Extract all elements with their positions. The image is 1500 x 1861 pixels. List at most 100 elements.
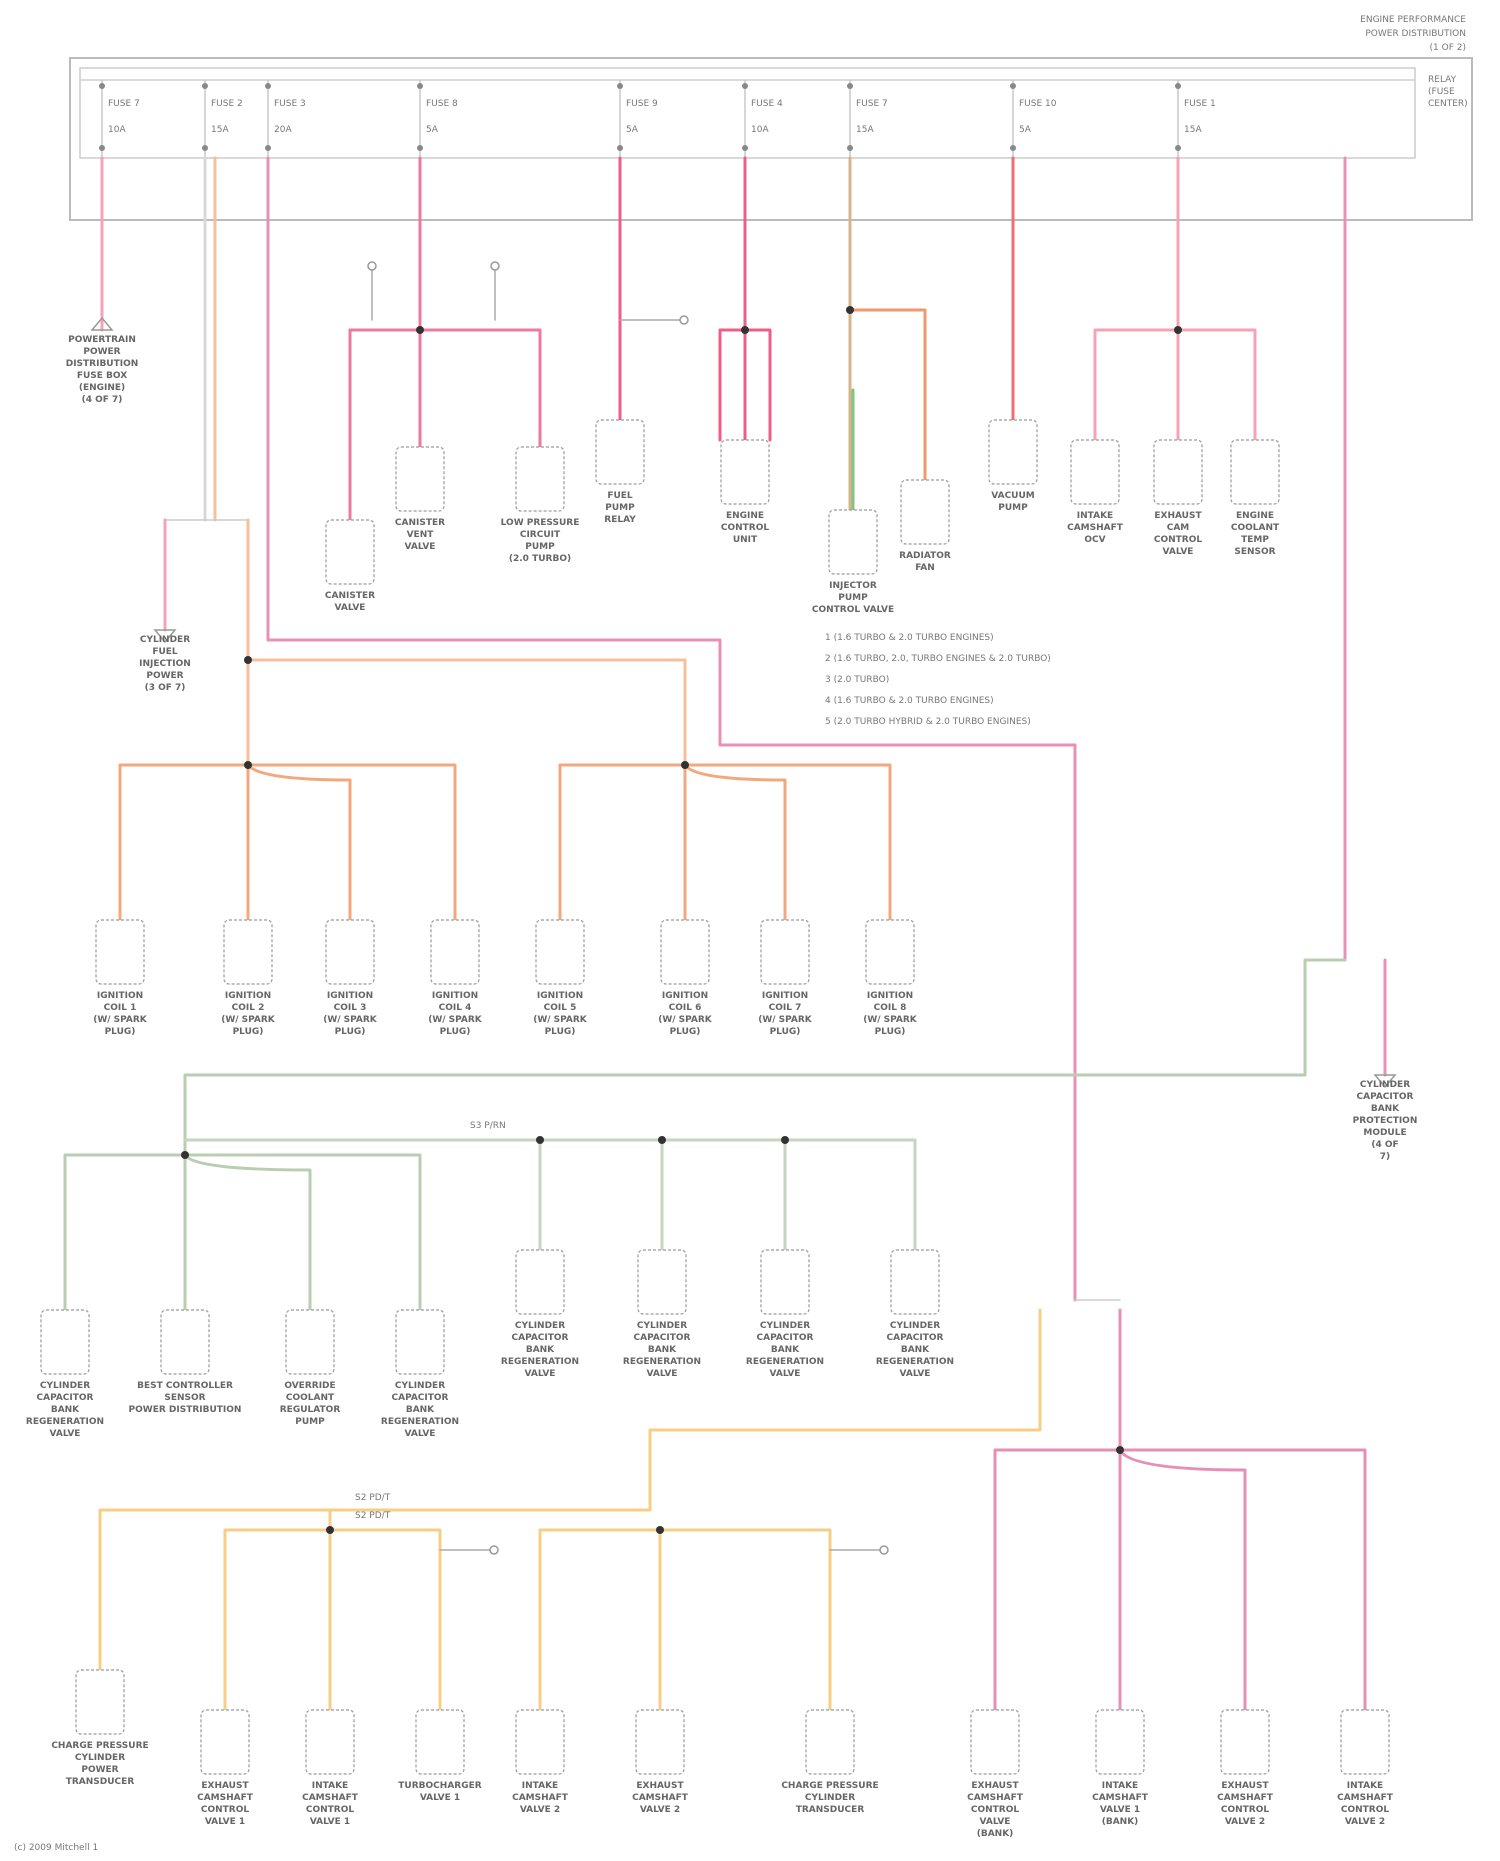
wire-green-left [65, 1155, 420, 1310]
note-3: 3 (2.0 TURBO) [825, 675, 889, 685]
wire-coils-left [120, 765, 455, 920]
component-label: REGENERATION [876, 1357, 954, 1367]
component-label: FUSE BOX [77, 371, 127, 381]
fuse-terminal-icon [617, 83, 623, 89]
component-label: (W/ SPARK [863, 1015, 918, 1025]
fuse-label: FUSE 9 [626, 99, 658, 109]
component-label: EXHAUST [971, 1781, 1019, 1791]
splice-dot [244, 656, 252, 664]
fuse-rating: 10A [108, 125, 126, 135]
component-label: IGNITION [867, 991, 913, 1001]
component-label: UNIT [733, 535, 758, 545]
component-box [201, 1710, 249, 1774]
component-y1: CHARGE PRESSURECYLINDERPOWERTRANSDUCER [51, 1670, 148, 1787]
component-label: RADIATOR [899, 551, 951, 561]
component-label: PROTECTION [1353, 1116, 1418, 1126]
fuse-rating: 5A [426, 125, 439, 135]
component-label: (W/ SPARK [323, 1015, 378, 1025]
component-label: VALVE 2 [1345, 1817, 1385, 1827]
header-title-line-1: ENGINE PERFORMANCE [1360, 15, 1466, 25]
component-label: BANK [648, 1345, 677, 1355]
component-ocv3: ENGINECOOLANTTEMPSENSOR [1231, 440, 1280, 557]
component-label: CYLINDER [805, 1793, 855, 1803]
component-label: (W/ SPARK [428, 1015, 483, 1025]
fuse-terminal-icon [847, 83, 853, 89]
component-label: OCV [1084, 535, 1105, 545]
component-label: TRANSDUCER [66, 1777, 135, 1787]
fuse-label: FUSE 8 [426, 99, 458, 109]
component-label: REGENERATION [623, 1357, 701, 1367]
fuse-terminal-icon [265, 83, 271, 89]
component-label: RELAY [604, 515, 636, 525]
component-box [829, 510, 877, 574]
component-box [516, 1250, 564, 1314]
fuse-terminal-icon [99, 83, 105, 89]
component-box [901, 480, 949, 544]
splice-dot [244, 761, 252, 769]
component-label: (W/ SPARK [758, 1015, 813, 1025]
splice-dot [681, 761, 689, 769]
wire-fuse4-fan [850, 310, 925, 480]
note-5: 5 (2.0 TURBO HYBRID & 2.0 TURBO ENGINES) [825, 717, 1031, 727]
fuse-label: FUSE 7 [108, 99, 140, 109]
component-label: CAMSHAFT [967, 1793, 1024, 1803]
component-label: IGNITION [432, 991, 478, 1001]
splice-dot [181, 1151, 189, 1159]
component-label: PUMP [525, 542, 555, 552]
fuse-terminal-icon [1175, 83, 1181, 89]
component-label: EXHAUST [1154, 511, 1202, 521]
component-label: VALVE [1163, 547, 1194, 557]
component-label: CAPACITOR [37, 1393, 94, 1403]
component-box [224, 920, 272, 984]
component-box [891, 1250, 939, 1314]
component-y5: INTAKECAMSHAFTVALVE 2 [512, 1710, 569, 1815]
component-label: BANK [51, 1405, 80, 1415]
component-box [1231, 440, 1279, 504]
component-y4: TURBOCHARGERVALVE 1 [398, 1710, 481, 1803]
component-label: MODULE [1363, 1128, 1406, 1138]
component-label: COIL 7 [769, 1003, 802, 1013]
component-label: PUMP [295, 1417, 325, 1427]
component-label: TURBOCHARGER [398, 1781, 481, 1791]
component-label: CYLINDER [637, 1321, 687, 1331]
fuse-label: FUSE 7 [856, 99, 888, 109]
fuse-label: FUSE 2 [211, 99, 243, 109]
component-box [286, 1310, 334, 1374]
component-label: VALVE [980, 1817, 1011, 1827]
component-ecm: ENGINECONTROLUNIT [721, 440, 770, 545]
wire-fuse10 [1095, 158, 1255, 440]
component-box [516, 447, 564, 511]
fuse-terminal-icon [265, 145, 271, 151]
fuse-terminal-icon [742, 83, 748, 89]
component-label: CANISTER [325, 591, 375, 601]
component-label: VALVE [335, 603, 366, 613]
component-label: CONTROL [971, 1805, 1020, 1815]
fuse-label: FUSE 4 [751, 99, 783, 109]
component-box [396, 447, 444, 511]
note-1: 1 (1.6 TURBO & 2.0 TURBO ENGINES) [825, 633, 994, 643]
component-label: PUMP [605, 503, 635, 513]
component-label: REGENERATION [746, 1357, 824, 1367]
component-box [721, 440, 769, 504]
note-2: 2 (1.6 TURBO, 2.0, TURBO ENGINES & 2.0 T… [825, 654, 1051, 664]
component-label: PLUG) [335, 1027, 366, 1037]
component-label: TEMP [1241, 535, 1269, 545]
component-label: (4 OF 7) [82, 395, 123, 405]
fuse-rating: 15A [1184, 125, 1202, 135]
splice-dot [741, 326, 749, 334]
fuse-terminal-icon [1010, 83, 1016, 89]
component-label: IGNITION [662, 991, 708, 1001]
component-y3: INTAKECAMSHAFTCONTROLVALVE 1 [302, 1710, 359, 1827]
component-label: COOLANT [286, 1393, 335, 1403]
splice-dot [536, 1136, 544, 1144]
component-box [516, 1710, 564, 1774]
header-title: ENGINE PERFORMANCE POWER DISTRIBUTION (1… [1360, 15, 1466, 53]
component-ic7: IGNITIONCOIL 7(W/ SPARKPLUG) [758, 920, 813, 1037]
component-label: CYLINDER [75, 1753, 125, 1763]
